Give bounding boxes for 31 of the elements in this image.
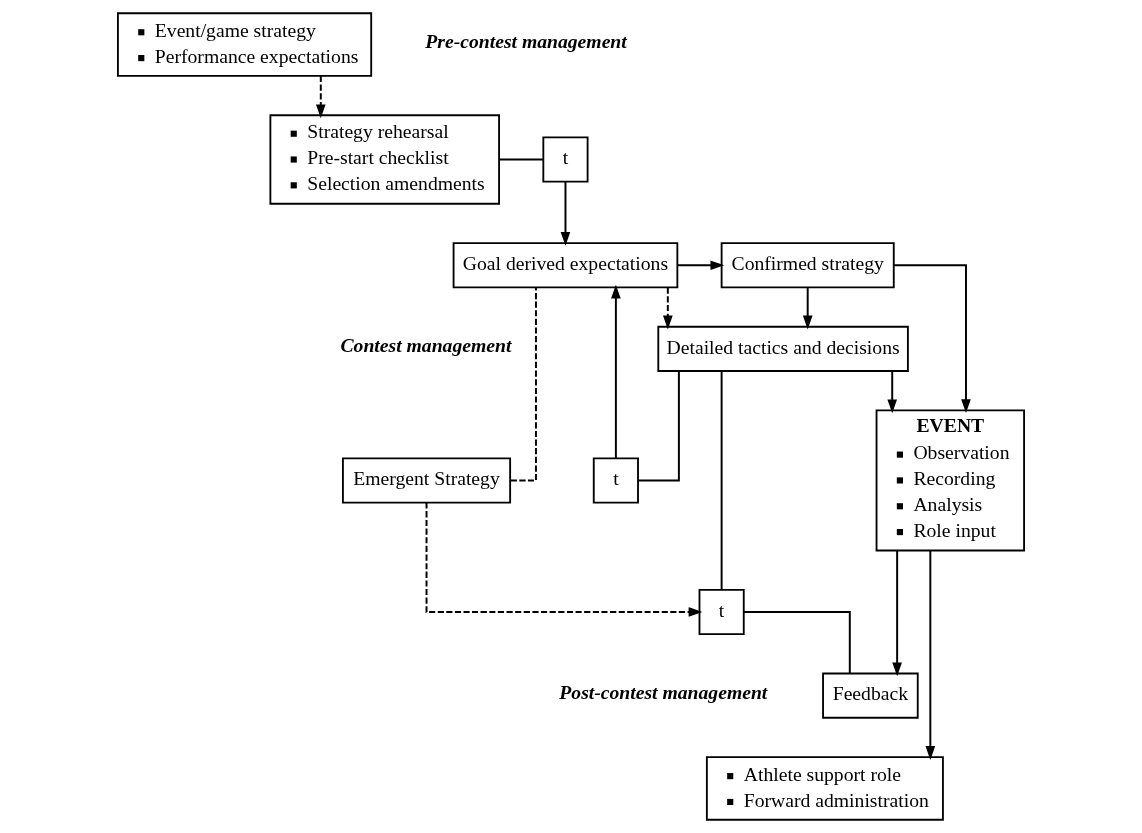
node-box: EVENT Observation Recording Analysis Role input	[875, 409, 1025, 552]
arrow	[560, 180, 571, 246]
arrow	[802, 286, 813, 330]
connector	[720, 370, 723, 591]
connector	[498, 158, 544, 161]
node-box: Strategy rehearsal Pre-start checklist Selection amendments	[269, 114, 500, 205]
arrow	[925, 549, 936, 760]
connector	[637, 370, 680, 482]
node-box: Goal derived expectations	[452, 242, 679, 289]
arrow	[892, 264, 971, 413]
arrow	[611, 284, 621, 460]
arrow	[676, 260, 725, 271]
node-box: Event/game strategy Performance expectations	[117, 12, 373, 77]
node-box: Athlete support role Forward administration	[705, 756, 944, 821]
node-box: t	[542, 136, 589, 183]
arrow	[663, 286, 673, 330]
connector	[742, 611, 851, 675]
node-box: Emergent Strategy	[342, 457, 512, 504]
arrow	[315, 75, 326, 119]
node-box: t	[698, 588, 745, 636]
node-box: t	[592, 457, 639, 504]
label: Post-contest management	[559, 681, 768, 704]
connector	[509, 286, 537, 482]
label: Contest management	[340, 334, 512, 357]
arrow	[887, 370, 898, 414]
node-box: Detailed tactics and decisions	[657, 325, 909, 372]
node-box: Confirmed strategy	[720, 242, 895, 289]
node-box: Feedback	[822, 672, 919, 719]
arrow	[425, 501, 703, 617]
arrow	[892, 549, 902, 677]
label: Pre-contest management	[425, 30, 627, 53]
